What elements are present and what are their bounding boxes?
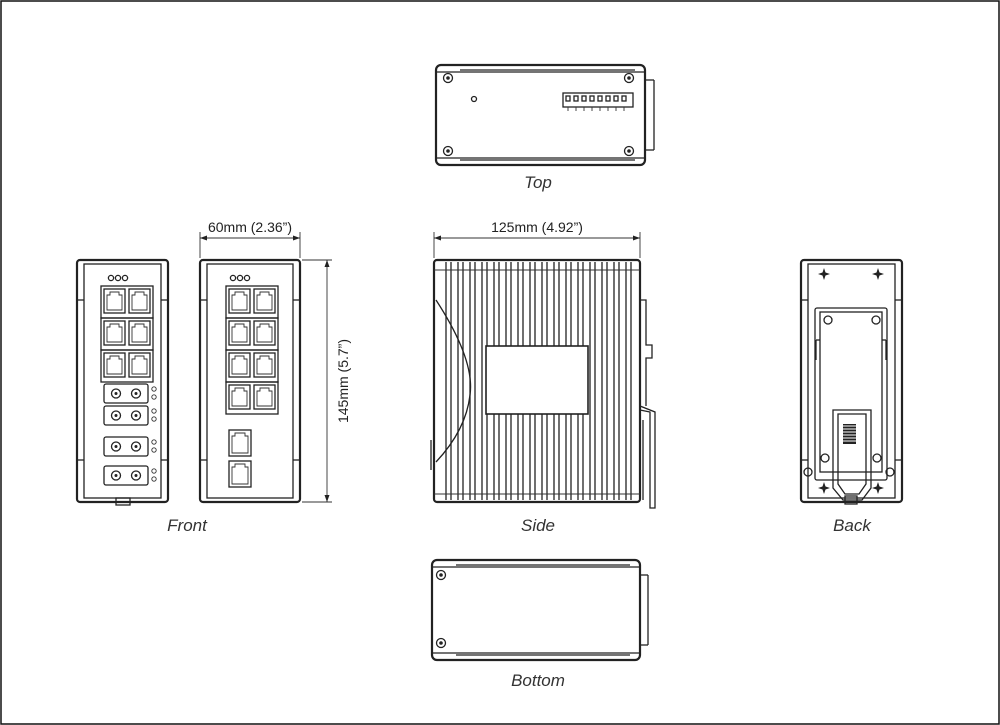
height-dimension-label: 145mm (5.7”) <box>335 339 351 423</box>
rj45-port <box>228 384 251 410</box>
rj45-port <box>103 352 126 378</box>
screw-icon <box>818 482 830 494</box>
back-view: Back <box>799 258 904 535</box>
rj45-port <box>228 460 252 488</box>
screw-icon <box>872 268 884 280</box>
led-indicator <box>151 386 157 392</box>
led-indicator <box>151 439 157 445</box>
led-indicator <box>151 408 157 414</box>
rj45-port <box>103 288 126 314</box>
rj45-port <box>253 384 276 410</box>
led-indicator <box>151 476 157 482</box>
front-view-fiber <box>75 258 170 506</box>
top-view: Top <box>434 63 655 192</box>
led-indicator <box>151 447 157 453</box>
bottom-view: Bottom <box>430 558 649 690</box>
terminal-pin <box>581 95 587 102</box>
terminal-pin <box>605 95 611 102</box>
led-indicator <box>151 416 157 422</box>
height-dimension: 145mm (5.7”) <box>302 259 351 503</box>
rj45-port <box>228 352 251 378</box>
rj45-port <box>253 320 276 346</box>
depth-dimension-label: 125mm (4.92”) <box>491 219 583 235</box>
rj45-port <box>128 352 151 378</box>
rj45-port <box>228 429 252 457</box>
rj45-port <box>128 288 151 314</box>
side-view-label: Side <box>521 516 555 535</box>
led-indicator <box>151 394 157 400</box>
screw-icon <box>872 482 884 494</box>
terminal-pin <box>597 95 603 102</box>
rj45-port <box>128 320 151 346</box>
back-view-label: Back <box>833 516 872 535</box>
rj45-port <box>253 352 276 378</box>
rj45-port <box>253 288 276 314</box>
terminal-pin <box>573 95 579 102</box>
width-dimension-label: 60mm (2.36”) <box>208 219 292 235</box>
screw-icon <box>818 268 830 280</box>
sc-fiber-port <box>103 436 149 457</box>
top-view-label: Top <box>524 173 552 192</box>
terminal-pin <box>589 95 595 102</box>
terminal-pin <box>613 95 619 102</box>
front-view-label: Front <box>167 516 208 535</box>
front-view-copper <box>198 258 302 504</box>
terminal-pin <box>621 95 627 102</box>
sc-fiber-port <box>103 383 149 404</box>
side-view: 125mm (4.92”) Side <box>430 219 656 535</box>
led-indicator <box>151 468 157 474</box>
rj45-port <box>228 288 251 314</box>
bottom-view-label: Bottom <box>511 671 565 690</box>
sc-fiber-port <box>103 405 149 426</box>
rj45-port <box>228 320 251 346</box>
width-dimension: 60mm (2.36”) <box>199 219 301 258</box>
terminal-pin <box>565 95 571 102</box>
sc-fiber-port <box>103 465 149 486</box>
rj45-port <box>103 320 126 346</box>
